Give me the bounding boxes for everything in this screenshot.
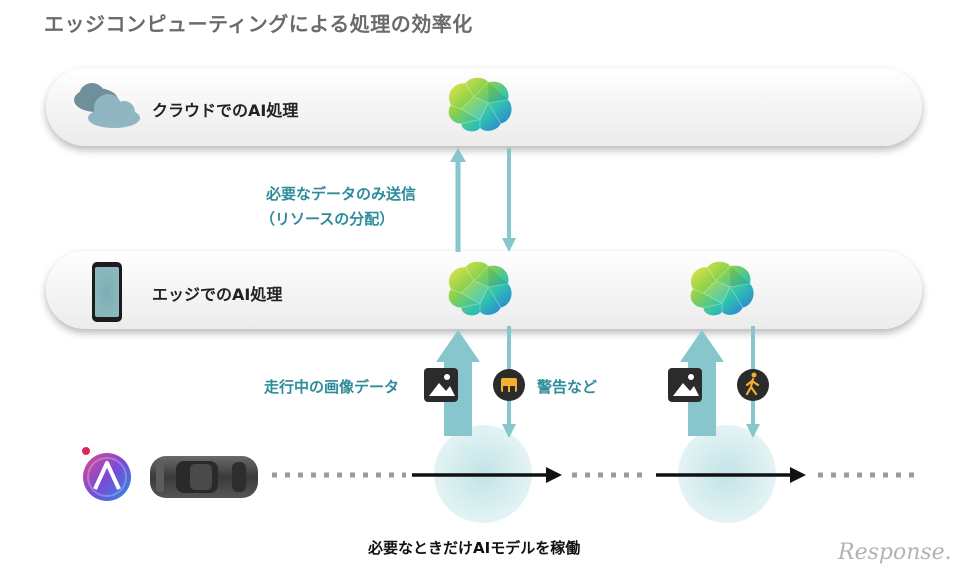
- upload-arrow: [450, 148, 466, 252]
- car-icon: [150, 456, 258, 498]
- pedestrian-icon: [737, 369, 769, 401]
- active-segment-arrow: [412, 467, 562, 483]
- response-logo: Response.: [838, 540, 952, 565]
- download-arrow: [502, 148, 516, 252]
- bottom-caption: 必要なときだけAIモデルを稼働: [368, 539, 581, 557]
- smartphone-icon: [92, 262, 122, 322]
- image-icon: [424, 368, 458, 402]
- brain-icon: [448, 261, 513, 316]
- warning-caption: 警告など: [537, 378, 598, 396]
- upload-caption-line2: （リソースの分配）: [260, 210, 395, 228]
- cloud-band-label: クラウドでのAI処理: [152, 101, 299, 120]
- active-segment-arrow: [656, 467, 806, 483]
- page-title: エッジコンピューティングによる処理の効率化: [44, 12, 473, 36]
- cloud-icon: [74, 83, 140, 128]
- hazard-icon: [493, 369, 525, 401]
- brain-icon: [690, 261, 755, 316]
- image-icon: [668, 368, 702, 402]
- edge-band-label: エッジでのAI処理: [152, 285, 283, 304]
- image-data-caption: 走行中の画像データ: [264, 378, 400, 396]
- app-logo-icon: [82, 447, 131, 501]
- brain-icon: [448, 77, 513, 132]
- upload-caption-line1: 必要なデータのみ送信: [266, 185, 417, 203]
